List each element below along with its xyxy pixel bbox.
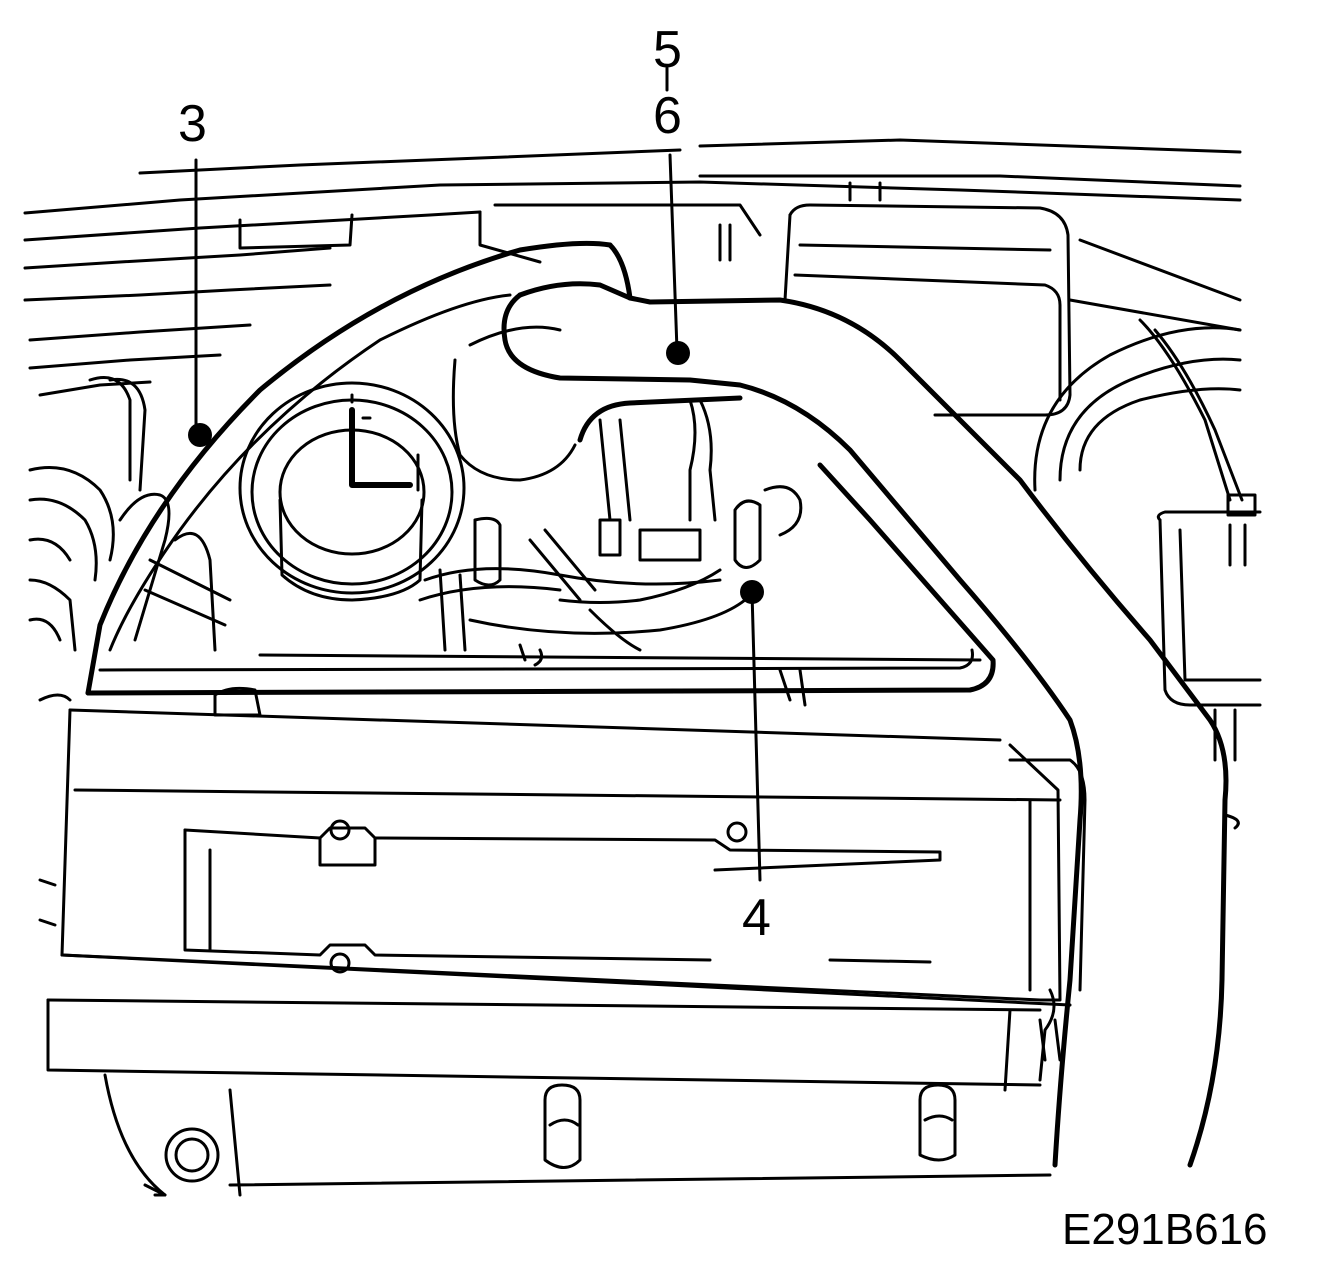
left-wiring <box>28 376 232 927</box>
strut-tower <box>1033 318 1262 830</box>
figure-code: E291B616 <box>1062 1205 1268 1254</box>
callout-6: 6 <box>653 87 682 145</box>
callout-3: 3 <box>178 95 207 153</box>
oil-filler <box>238 381 466 602</box>
reservoir-box <box>783 203 1072 417</box>
callout-leaders <box>194 66 762 882</box>
cylinder-head <box>46 998 1062 1197</box>
dot-4 <box>740 580 764 604</box>
callout-4: 4 <box>742 889 771 947</box>
intake-cover <box>85 240 996 696</box>
intake-cover-inner <box>98 293 982 707</box>
leader-4 <box>750 590 762 882</box>
dot-3 <box>188 423 212 447</box>
intake-hose <box>501 242 1229 1168</box>
dot-6 <box>666 341 690 365</box>
central-components <box>418 325 803 667</box>
callout-5: 5 <box>653 21 682 79</box>
leader-6 <box>668 153 679 352</box>
background-panels <box>23 138 1242 397</box>
callout-dots <box>188 341 764 604</box>
valve-cover <box>60 686 1087 1082</box>
